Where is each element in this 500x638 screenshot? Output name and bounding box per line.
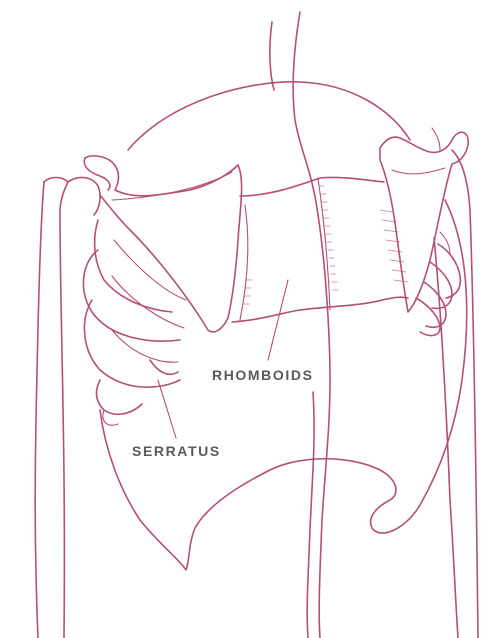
right-serratus-muscle	[415, 231, 462, 337]
rib-cage-outline	[99, 81, 468, 571]
rhomboids-label: RHOMBOIDS	[212, 367, 314, 383]
right-scapula	[379, 127, 469, 313]
leader-lines	[157, 279, 289, 439]
spine	[269, 11, 331, 638]
right-humerus	[433, 149, 479, 638]
rhomboids-muscle	[231, 176, 409, 323]
rhomboids-fiber-hatching	[242, 185, 409, 305]
left-scapula	[83, 155, 243, 333]
left-humerus	[34, 176, 101, 638]
serratus-leader	[157, 379, 177, 439]
rhomboids-leader	[267, 279, 289, 361]
serratus-label: SERRATUS	[132, 443, 221, 459]
left-serratus-muscle	[82, 219, 187, 426]
